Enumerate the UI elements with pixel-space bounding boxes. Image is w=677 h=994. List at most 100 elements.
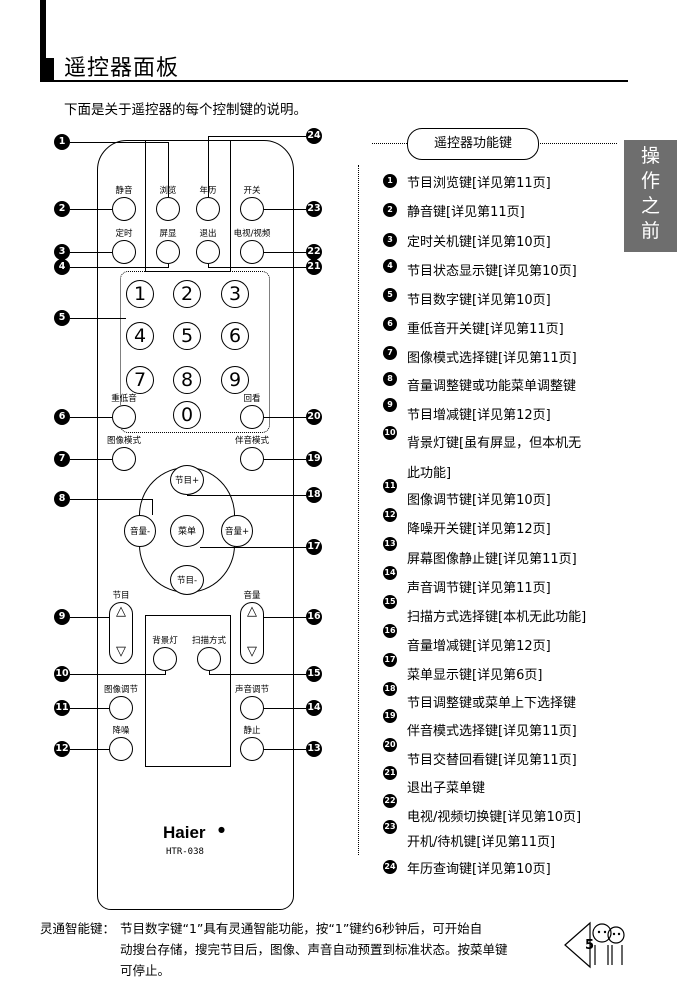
side-tab-char: 之 — [640, 195, 660, 217]
function-item-text: 节目调整键或菜单上下选择键 — [407, 696, 577, 711]
function-item-text: 音量调整键或功能菜单调整键 — [407, 379, 577, 394]
leader-line — [168, 264, 169, 268]
function-item-number: 18 — [383, 682, 397, 696]
leader-line — [200, 547, 306, 548]
digit-2-button[interactable]: 2 — [173, 280, 201, 308]
callout-badge: 12 — [54, 741, 70, 757]
function-item-number: 10 — [383, 426, 397, 440]
title-block-decoration — [40, 58, 54, 80]
callout-badge: 16 — [306, 609, 322, 625]
callout-badge: 15 — [306, 666, 322, 682]
callout-badge: 20 — [306, 409, 322, 425]
leader-line — [70, 252, 112, 253]
picture-mode-button[interactable] — [112, 447, 136, 471]
function-item-text: 节目状态显示键[详见第10页] — [407, 264, 577, 279]
leader-line — [70, 459, 112, 460]
callout-badge: 18 — [306, 487, 322, 503]
list-dotted-divider — [358, 165, 359, 855]
digit-0-button[interactable]: 0 — [173, 401, 201, 429]
leader-line — [70, 617, 109, 618]
volume-up-arrow-icon[interactable]: △ — [247, 604, 257, 619]
bottom-panel — [145, 615, 231, 767]
function-item-number: 23 — [383, 820, 397, 834]
function-item-text: 年历查询键[详见第10页] — [407, 862, 551, 877]
volume-up-button[interactable]: 音量+ — [221, 515, 253, 547]
digit-1-button[interactable]: 1 — [126, 280, 154, 308]
side-tab-char: 作 — [640, 170, 660, 192]
display-button[interactable] — [156, 240, 180, 264]
power-button[interactable] — [240, 197, 264, 221]
leader-line — [209, 671, 210, 675]
function-item-number: 20 — [383, 738, 397, 752]
leader-line — [70, 708, 109, 709]
leader-line — [264, 252, 306, 253]
leader-line — [70, 267, 168, 268]
digit-6-button[interactable]: 6 — [221, 322, 249, 350]
leader-line — [208, 264, 209, 268]
menu-button[interactable]: 菜单 — [170, 515, 204, 547]
function-item-number: 12 — [383, 508, 397, 522]
channel-down-arrow-icon[interactable]: ▽ — [116, 644, 126, 659]
function-item-number: 9 — [383, 398, 397, 412]
digit-9-button[interactable]: 9 — [221, 366, 249, 394]
page-title: 遥控器面板 — [64, 56, 180, 81]
mute-button[interactable] — [112, 197, 136, 221]
leader-line — [208, 267, 306, 268]
function-item-text: 此功能] — [407, 466, 452, 481]
sound-adjust-button[interactable] — [240, 696, 264, 720]
function-item-number: 16 — [383, 624, 397, 638]
exit-button[interactable] — [196, 240, 220, 264]
channel-up-arrow-icon[interactable]: △ — [116, 604, 126, 619]
freeze-button[interactable] — [240, 737, 264, 761]
volume-down-button[interactable]: 音量- — [124, 515, 156, 547]
backlight-button[interactable] — [153, 647, 177, 671]
callout-badge: 3 — [54, 244, 70, 260]
timer-button[interactable] — [112, 240, 136, 264]
leader-line — [264, 749, 306, 750]
function-item-number: 22 — [383, 794, 397, 808]
timer-label: 定时 — [115, 229, 133, 239]
bass-label: 重低音 — [111, 394, 137, 404]
calendar-button[interactable] — [196, 197, 220, 221]
digit-4-button[interactable]: 4 — [126, 322, 154, 350]
picture-adjust-button[interactable] — [109, 696, 133, 720]
function-item-number: 15 — [383, 595, 397, 609]
callout-badge: 19 — [306, 451, 322, 467]
recall-button[interactable] — [240, 405, 264, 429]
leader-line — [152, 499, 153, 515]
tv-av-button[interactable] — [240, 240, 264, 264]
digit-7-button[interactable]: 7 — [126, 366, 154, 394]
browse-button[interactable] — [156, 197, 180, 221]
bass-button[interactable] — [112, 405, 136, 429]
side-section-tab: 操 作 之 前 — [624, 140, 677, 252]
leader-line — [70, 209, 112, 210]
function-item-text: 定时关机键[详见第10页] — [407, 235, 551, 250]
channel-down-button[interactable]: 节目- — [170, 565, 204, 595]
leader-line — [70, 749, 109, 750]
function-item-text: 图像调节键[详见第10页] — [407, 493, 551, 508]
callout-badge: 10 — [54, 666, 70, 682]
callout-badge: 7 — [54, 451, 70, 467]
digit-8-button[interactable]: 8 — [173, 366, 201, 394]
function-item-text: 节目增减键[详见第12页] — [407, 408, 551, 423]
tv-av-label: 电视/视频 — [233, 229, 271, 239]
sound-mode-button[interactable] — [240, 447, 264, 471]
footer-line: 可停止。 — [120, 963, 171, 978]
leader-line — [208, 136, 209, 197]
scan-mode-button[interactable] — [197, 647, 221, 671]
channel-up-button[interactable]: 节目+ — [170, 465, 204, 495]
volume-down-arrow-icon[interactable]: ▽ — [247, 644, 257, 659]
digit-3-button[interactable]: 3 — [221, 280, 249, 308]
leader-line — [209, 674, 306, 675]
digit-5-button[interactable]: 5 — [173, 322, 201, 350]
function-item-number: 11 — [383, 479, 397, 493]
picture-adjust-label: 图像调节 — [103, 685, 139, 695]
callout-badge: 14 — [306, 700, 322, 716]
function-item-text: 电视/视频切换键[详见第10页] — [407, 810, 582, 825]
callout-badge: 24 — [306, 128, 322, 144]
callout-badge: 5 — [54, 310, 70, 326]
noise-reduction-button[interactable] — [109, 737, 133, 761]
function-item-number: 6 — [383, 317, 397, 331]
leader-line — [264, 708, 306, 709]
callout-badge: 1 — [54, 134, 70, 150]
